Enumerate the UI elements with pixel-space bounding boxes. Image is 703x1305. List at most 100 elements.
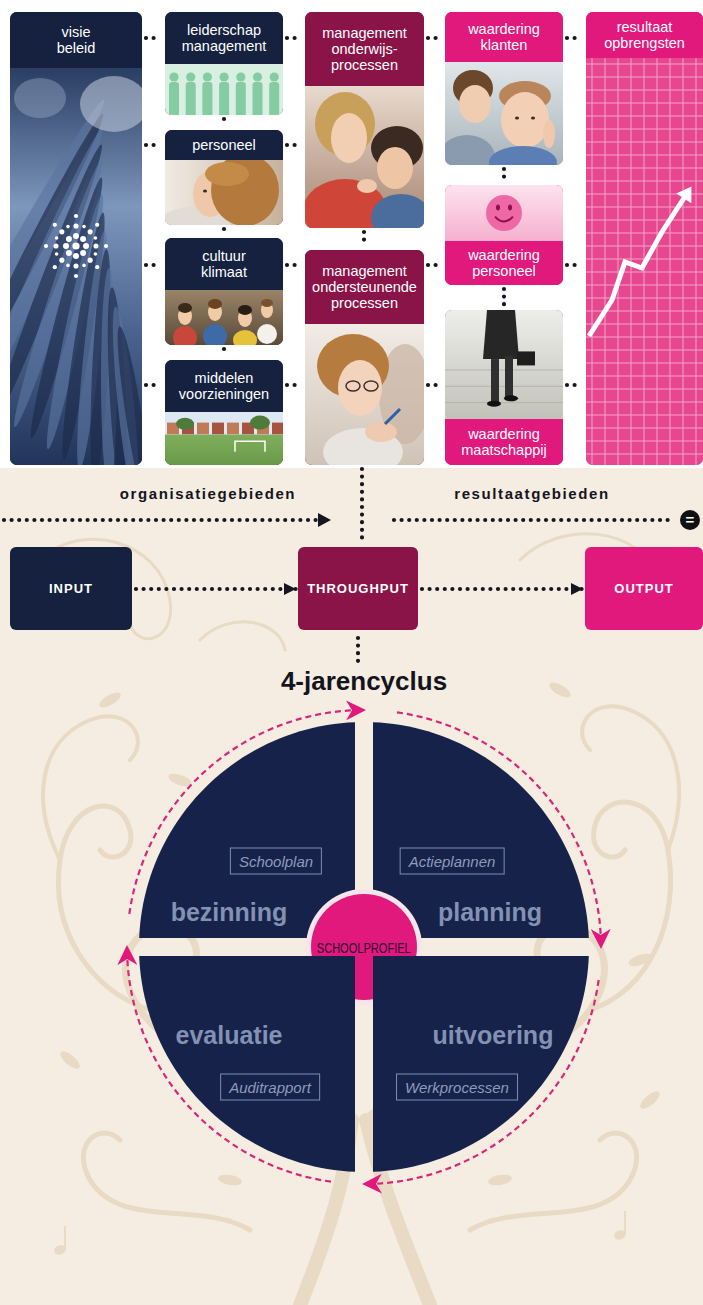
drawing-part	[272, 423, 283, 435]
drawing-part	[83, 243, 89, 249]
drawing-part	[586, 428, 703, 429]
document-tag: Auditrapport	[220, 1074, 320, 1101]
dotted-connector	[146, 383, 161, 387]
area-label: middelen voorzieningen	[169, 370, 279, 402]
dotted-connector	[287, 143, 301, 147]
drawing-part	[586, 220, 703, 221]
dotted-connector	[502, 169, 506, 181]
drawing-part	[94, 252, 98, 256]
drawing-part	[586, 233, 703, 234]
area-label: waardering klanten	[449, 21, 559, 53]
drawing-part	[73, 233, 79, 239]
document-label: Actieplannen	[409, 853, 496, 870]
drawing-part	[586, 415, 703, 416]
drawing-part	[373, 956, 589, 1172]
quadrant-label-holder: planning	[438, 898, 542, 927]
drawing-part	[93, 243, 98, 248]
drawing-part	[236, 72, 245, 81]
drawing-part	[10, 68, 142, 465]
dotted-connector	[146, 263, 161, 267]
dotted-connector	[222, 229, 226, 234]
drawing-part	[95, 223, 99, 227]
drawing-part	[165, 412, 283, 465]
drawing-part	[238, 305, 252, 315]
drawing-part	[346, 381, 360, 391]
drawing-part	[385, 409, 400, 424]
drawing-part	[547, 680, 573, 701]
drawing-part	[305, 324, 424, 465]
drawing-part	[55, 252, 59, 256]
drawing-part	[445, 62, 563, 165]
drawing-part	[64, 1226, 66, 1250]
cycle-quadrant: planning Actieplannen	[373, 722, 589, 938]
drawing-part	[165, 154, 283, 225]
drawing-part	[586, 337, 703, 338]
drawing-part	[270, 72, 279, 81]
drawing-part	[257, 324, 277, 344]
drawing-part	[250, 416, 270, 430]
drawing-part	[586, 155, 703, 156]
area-label: waardering personeel	[449, 247, 559, 279]
drawing-part	[53, 243, 58, 248]
dotted-connector	[428, 383, 441, 387]
dotted-connector	[146, 143, 161, 147]
drawing-part	[72, 242, 79, 249]
drawing-part	[586, 363, 703, 364]
drawing-part	[586, 324, 703, 325]
cycle-quadrant: evaluatieAuditrapport	[139, 956, 355, 1172]
drawing-part	[445, 386, 563, 387]
label-tab: waardering klanten	[445, 12, 563, 62]
label-holder: organisatiegebieden	[120, 485, 296, 502]
label-tab: resultaat opbrengsten	[586, 12, 703, 58]
cycle-quadrant: uitvoeringWerkprocessen	[373, 956, 589, 1172]
dotted-connector	[567, 383, 582, 387]
drawing-part	[165, 64, 283, 115]
drawing-part	[586, 246, 703, 247]
area-label: leiderschap management	[169, 22, 279, 54]
drawing-part	[269, 82, 279, 115]
drawing-part	[586, 168, 703, 169]
area-card: leiderschap management	[165, 12, 283, 115]
drawing-part	[4, 518, 316, 522]
drawing-part	[676, 187, 691, 204]
area-card: waardering personeel	[445, 185, 563, 285]
drawing-part	[217, 1173, 242, 1187]
drawing-part	[88, 258, 93, 263]
drawing-part	[638, 1088, 663, 1111]
drawing-part	[66, 264, 70, 268]
quadrant-label-holder: bezinning	[171, 898, 288, 927]
drawing-part	[491, 359, 499, 403]
drawing-part	[43, 716, 138, 860]
drawing-part	[74, 214, 78, 218]
label-tab: personeel	[165, 130, 283, 160]
drawing-part	[586, 64, 703, 65]
drawing-part	[173, 326, 197, 345]
drawing-part	[489, 146, 557, 165]
drawing-part	[445, 185, 563, 241]
drawing-part	[82, 225, 86, 229]
drawing-part	[58, 1048, 83, 1071]
drawing-part	[305, 86, 424, 228]
label-tab: leiderschap management	[165, 12, 283, 64]
drawing-part	[365, 422, 397, 442]
drawing-part	[531, 116, 535, 119]
drawing-part	[696, 58, 697, 465]
area-card: waardering maatschappij	[445, 310, 563, 465]
drawing-part	[586, 181, 703, 182]
label-tab: middelen voorzieningen	[165, 360, 283, 412]
drawing-part	[66, 236, 72, 242]
drawing-part	[186, 82, 196, 115]
drawing-part	[357, 179, 377, 193]
drawing-part	[112, 325, 142, 465]
area-card: waardering klanten	[445, 12, 563, 165]
dotted-connector	[360, 469, 364, 543]
phase-label: uitvoering	[433, 1021, 554, 1050]
drawing-part	[657, 58, 658, 465]
drawing-part	[202, 82, 212, 115]
drawing-part	[44, 244, 48, 248]
drawing-part	[605, 58, 606, 465]
drawing-part	[505, 356, 513, 397]
drawing-part	[83, 1133, 250, 1230]
label-tab: management onderwijs- processen	[305, 12, 424, 86]
dotted-connector	[146, 36, 161, 40]
